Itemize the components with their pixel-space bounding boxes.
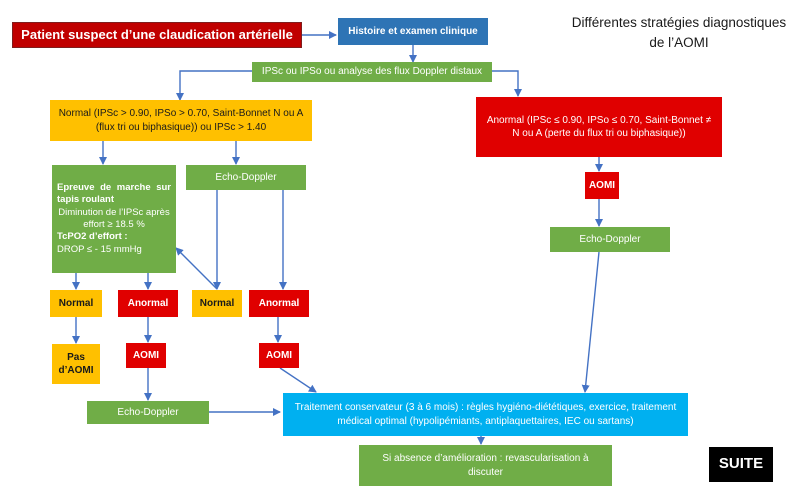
- diagram-title: Différentes stratégies diagnostiques de …: [571, 15, 787, 50]
- anormal-box-1: Anormal: [118, 290, 178, 317]
- absence-box: Si absence d’amélioration : revascularis…: [359, 445, 612, 486]
- aomi-box-1: AOMI: [126, 343, 166, 368]
- echo-doppler-bottom-box: Echo-Doppler: [87, 401, 209, 424]
- aomi-right-box: AOMI: [585, 172, 619, 199]
- pas-aomi-box: Pas d’AOMI: [52, 344, 100, 384]
- epreuve-box: Epreuve de marche sur tapis roulant Dimi…: [52, 165, 176, 273]
- epreuve-tcpo2: TcPO2 d’effort :: [57, 231, 128, 243]
- normal-main-box: Normal (IPSc > 0.90, IPSo > 0.70, Saint-…: [50, 100, 312, 141]
- ipsc-box: IPSc ou IPSo ou analyse des flux Doppler…: [252, 62, 492, 82]
- traitement-box: Traitement conservateur (3 à 6 mois) : r…: [283, 393, 688, 436]
- anormal-main-box: Anormal (IPSc ≤ 0.90, IPSo ≤ 0.70, Saint…: [476, 97, 722, 157]
- anormal-box-2: Anormal: [249, 290, 309, 317]
- epreuve-drop: DROP ≤ - 15 mmHg: [57, 243, 142, 255]
- epreuve-title: Epreuve de marche sur tapis roulant: [57, 181, 171, 206]
- echo-doppler-right-box: Echo-Doppler: [550, 227, 670, 252]
- aomi-box-2: AOMI: [259, 343, 299, 368]
- echo-doppler-left-box: Echo-Doppler: [186, 165, 306, 190]
- suite-button[interactable]: SUITE: [709, 447, 773, 482]
- histoire-box: Histoire et examen clinique: [338, 18, 488, 45]
- normal-box-2: Normal: [192, 290, 242, 317]
- patient-box: Patient suspect d’une claudication artér…: [12, 22, 302, 48]
- epreuve-line1: Diminution de l’IPSc après effort ≥ 18.5…: [58, 206, 170, 230]
- normal-box-1: Normal: [50, 290, 102, 317]
